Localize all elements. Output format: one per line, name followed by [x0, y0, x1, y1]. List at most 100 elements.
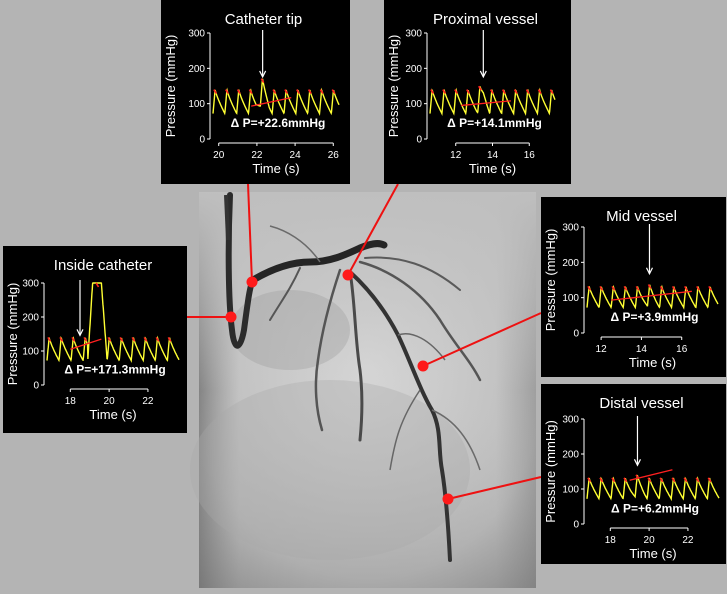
catheter-tip-x-tick-label: 20	[213, 150, 225, 161]
marker-proximal-vessel	[342, 269, 354, 281]
mid-vessel-peak-mark	[635, 285, 640, 291]
proximal-vessel-peak-mark	[490, 89, 494, 94]
small-branch-4	[269, 225, 321, 263]
proximal-vessel-x-label: Time (s)	[469, 161, 516, 176]
connector-lines	[187, 183, 542, 500]
inside-catheter-peak-mark	[143, 336, 148, 342]
inside-catheter-peak-mark	[119, 336, 124, 342]
mid-vessel-peak-mark	[611, 285, 616, 291]
distal-vessel-peak-mark	[683, 477, 688, 483]
mid-vessel-y-tick-label: 300	[562, 223, 579, 234]
mid-vessel-mean-line	[611, 290, 692, 301]
distal-vessel-panel-bg	[541, 384, 726, 564]
heart-shadow	[190, 380, 470, 560]
catheter	[225, 192, 256, 349]
small-branch-3	[431, 409, 481, 471]
distal-vessel-x-label: Time (s)	[629, 546, 676, 561]
catheter-tip-peak-mark	[248, 89, 253, 94]
distal-vessel-title: Distal vessel	[599, 395, 683, 412]
mid-vessel-peak-mark	[708, 285, 712, 291]
proximal-vessel-y-tick-label: 200	[405, 64, 422, 75]
proximal-vessel-y-label: Pressure (mmHg)	[386, 35, 401, 138]
connector-distal-vessel	[447, 476, 542, 500]
proximal-vessel-peak-mark	[454, 89, 458, 94]
catheter-tip-peak-mark	[272, 89, 277, 94]
distal-vessel-peak-mark	[599, 477, 604, 483]
catheter-tip-y-tick-label: 200	[188, 64, 205, 75]
inside-catheter-peak-mark	[155, 336, 160, 342]
catheter-tip-y-tick-label: 300	[188, 29, 205, 40]
catheter-tip-pressure-trace	[212, 78, 340, 116]
distal-vessel-mean-line	[629, 469, 673, 481]
mid-vessel-x-tick-label: 12	[596, 344, 608, 355]
mid-vessel-y-label: Pressure (mmHg)	[543, 229, 558, 332]
inside-catheter-panel-bg	[3, 246, 187, 433]
mid-vessel-peak-mark	[599, 285, 604, 291]
mid-vessel-peak-mark	[671, 285, 676, 291]
mid-vessel-title: Mid vessel	[606, 208, 677, 225]
diagonal-branch-3	[364, 256, 461, 291]
distal-vessel-y-tick-label: 0	[573, 520, 579, 531]
mid-vessel-pressure-trace	[586, 284, 719, 310]
inside-catheter-x-tick-label: 20	[104, 396, 116, 407]
distal-vessel-peak-mark	[587, 477, 592, 483]
catheter-tip-peak-mark	[225, 89, 229, 94]
inside-catheter-peak-mark	[95, 282, 100, 288]
inside-catheter-title: Inside catheter	[54, 257, 152, 274]
septal-branch	[269, 267, 301, 321]
diagonal-branch-2	[358, 260, 482, 382]
distal-vessel-arrow-head	[633, 459, 642, 467]
diagonal-branch-1	[348, 270, 364, 442]
proximal-vessel-peak-mark	[513, 89, 518, 94]
inside-catheter-peak-mark	[47, 336, 52, 342]
mid-vessel-peak-mark	[623, 285, 628, 291]
inside-catheter-peak-mark	[83, 336, 88, 342]
inside-catheter-x-label: Time (s)	[89, 407, 136, 422]
proximal-vessel-peak-mark	[442, 89, 446, 94]
mid-vessel-delta-annotation: Δ P=+3.9mmHg	[611, 310, 699, 324]
inside-catheter-x-tick-label: 22	[142, 396, 154, 407]
mid-vessel-y-tick-label: 100	[562, 293, 579, 304]
inside-catheter-y-tick-label: 0	[33, 381, 39, 392]
catheter-tip-y-label: Pressure (mmHg)	[163, 35, 178, 138]
catheter-tip-panel-bg	[161, 0, 350, 184]
mid-vessel-peak-mark	[647, 284, 652, 289]
distal-vessel-peak-mark	[659, 477, 664, 483]
distal-vessel-peak-mark	[671, 477, 676, 483]
proximal-vessel-peak-mark	[501, 89, 506, 94]
proximal-vessel-peak-mark	[549, 89, 554, 94]
connector-mid-vessel	[422, 312, 542, 367]
distal-vessel-peak-mark	[635, 474, 640, 480]
catheter-shaft	[224, 194, 230, 241]
proximal-vessel-x-tick-label: 16	[524, 150, 536, 161]
mid-vessel-x-tick-label: 14	[636, 344, 648, 355]
mid-vessel-x-tick-label: 16	[676, 344, 688, 355]
catheter-tip-y-tick-label: 0	[199, 135, 205, 146]
inside-catheter-x-tick-label: 18	[65, 396, 77, 407]
angiogram-image	[190, 192, 536, 588]
catheter-tip-x-label: Time (s)	[252, 161, 299, 176]
inside-catheter-y-tick-label: 200	[22, 313, 39, 324]
distal-vessel-x-tick-label: 20	[644, 535, 656, 546]
mid-vessel-y-tick-label: 200	[562, 258, 579, 269]
distal-vessel-peak-mark	[707, 477, 712, 483]
catheter-tip-peak-mark	[213, 89, 218, 94]
proximal-vessel-peak-mark	[537, 89, 542, 94]
catheter-tip-mean-line	[251, 97, 292, 107]
inside-catheter-pressure-trace	[46, 282, 180, 363]
catheter-tip-peak-mark	[260, 78, 265, 84]
mid-vessel-arrow-head	[645, 267, 654, 276]
marker-inside-catheter	[225, 311, 237, 323]
inside-catheter-peak-mark	[167, 336, 172, 342]
proximal-vessel-x-tick-label: 12	[450, 150, 462, 161]
inside-catheter-arrow-head	[76, 329, 84, 337]
catheter-tip-peak-mark	[296, 89, 300, 94]
distal-vessel-peak-mark	[611, 477, 616, 483]
mid-vessel-peak-mark	[684, 285, 688, 291]
catheter-tip-peak-mark	[331, 89, 336, 94]
